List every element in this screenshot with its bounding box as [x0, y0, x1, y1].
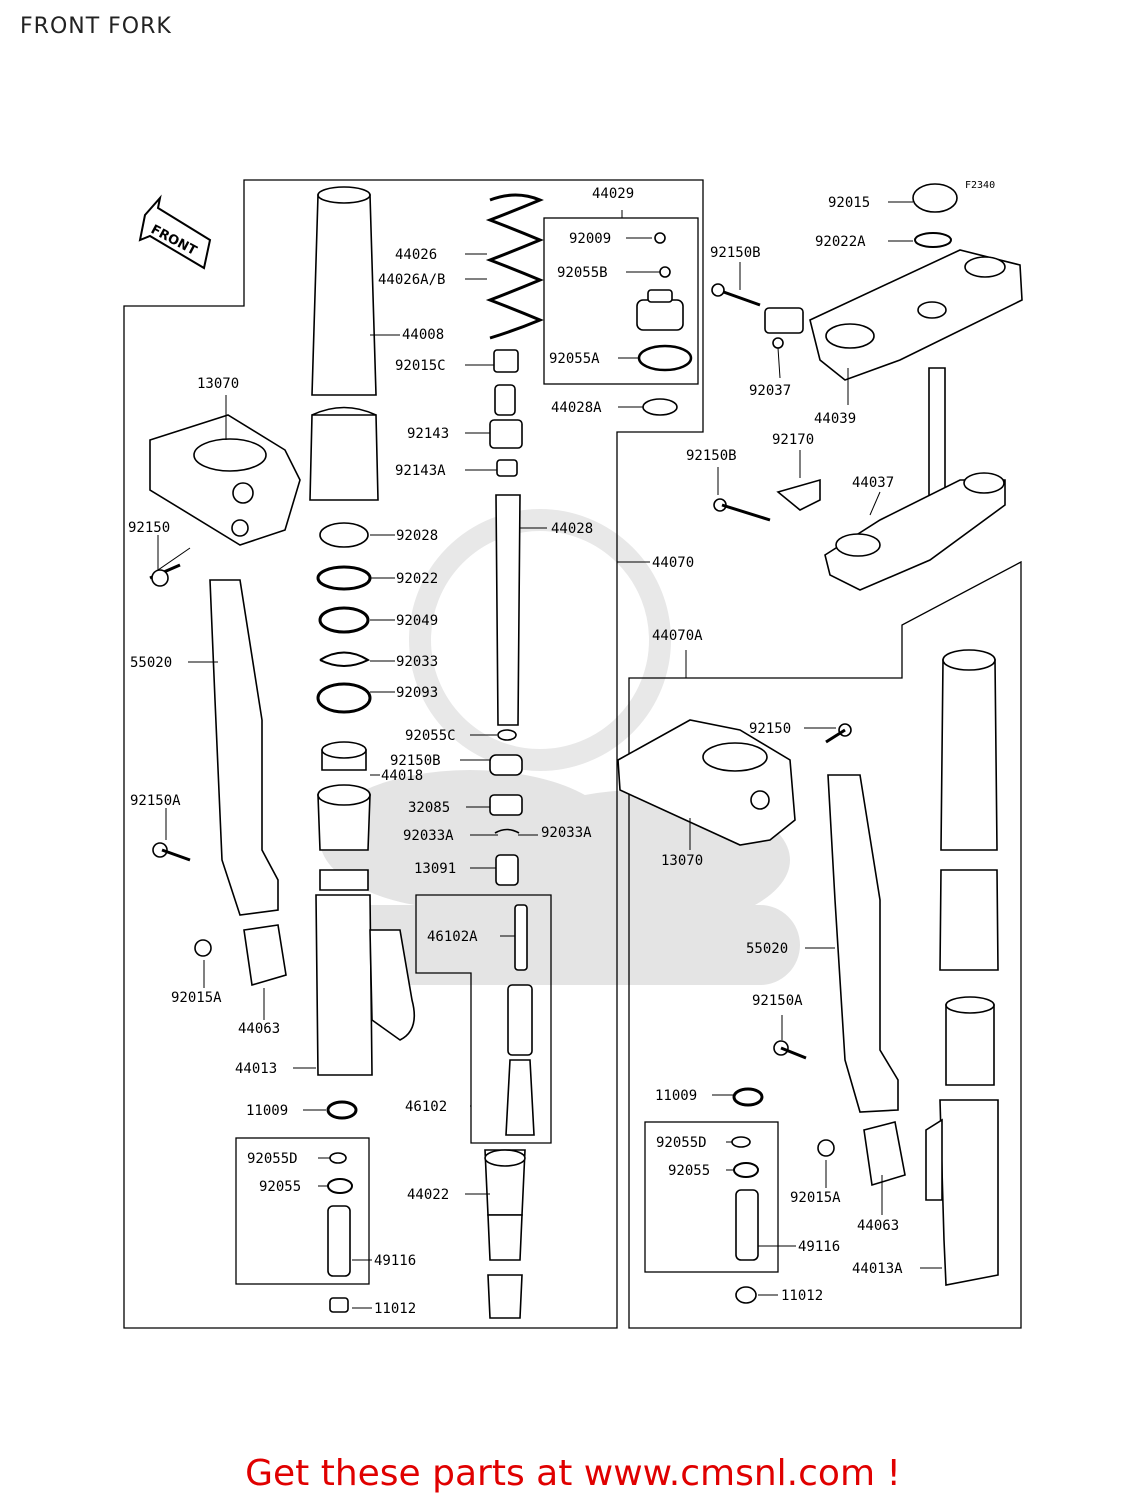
label-11009-right: 11009 — [655, 1088, 697, 1104]
label-44039: 44039 — [814, 411, 856, 427]
label-92049: 92049 — [396, 613, 438, 629]
label-92015A: 92015A — [171, 990, 222, 1006]
label-44026AB: 44026A/B — [378, 272, 445, 288]
page-title: FRONT FORK — [20, 14, 172, 39]
label-44037: 44037 — [852, 475, 894, 491]
valve-kit-box-left — [235, 1137, 370, 1285]
label-44028A: 44028A — [551, 400, 602, 416]
label-49116: 49116 — [374, 1253, 416, 1269]
label-44026: 44026 — [395, 247, 437, 263]
label-92055-right: 92055 — [668, 1163, 710, 1179]
label-92028: 92028 — [396, 528, 438, 544]
upper-bracket — [809, 249, 1023, 381]
label-92055D: 92055D — [247, 1151, 298, 1167]
label-92022A: 92022A — [815, 234, 866, 250]
lower-slider-right — [939, 1099, 999, 1286]
lower-bracket — [824, 479, 1006, 591]
rod-kit-box — [415, 894, 552, 1144]
label-92150A-right: 92150A — [752, 993, 803, 1009]
label-44013: 44013 — [235, 1061, 277, 1077]
label-13070: 13070 — [197, 376, 239, 392]
right-fork-frame — [628, 560, 1022, 1329]
label-92143A: 92143A — [395, 463, 446, 479]
label-92150B-mid: 92150B — [686, 448, 737, 464]
label-92015A-right: 92015A — [790, 1190, 841, 1206]
lower-slider-left — [315, 894, 373, 1076]
parts-drawings — [149, 183, 1023, 1319]
svg-text:F2340: F2340 — [965, 180, 995, 191]
label-92015: 92015 — [828, 195, 870, 211]
label-92055: 92055 — [259, 1179, 301, 1195]
main-fork-frame — [123, 179, 704, 1329]
label-92037: 92037 — [749, 383, 791, 399]
label-92055C: 92055C — [405, 728, 456, 744]
fork-guard-left — [209, 579, 279, 916]
inner-tube-right — [940, 659, 998, 851]
label-92093: 92093 — [396, 685, 438, 701]
label-92033A-right: 92033A — [541, 825, 592, 841]
label-92015C: 92015C — [395, 358, 446, 374]
diagram-frames — [123, 179, 1022, 1329]
cap-kit-box — [543, 217, 699, 385]
label-44070A: 44070A — [652, 628, 703, 644]
leader-lines — [157, 201, 942, 1309]
label-92150A: 92150A — [130, 793, 181, 809]
fork-guard-right — [827, 774, 899, 1113]
label-92150B-top: 92150B — [710, 245, 761, 261]
label-92150B-center: 92150B — [390, 753, 441, 769]
label-11012: 11012 — [374, 1301, 416, 1317]
label-44029: 44029 — [592, 186, 634, 202]
label-55020-right: 55020 — [746, 941, 788, 957]
label-92055D-right: 92055D — [656, 1135, 707, 1151]
label-11012-right: 11012 — [781, 1288, 823, 1304]
front-fork-parts-diagram: FRONT — [123, 179, 1023, 1329]
watermark-logo — [320, 509, 800, 985]
label-44063-right: 44063 — [857, 1218, 899, 1234]
outer-tube-lower — [309, 414, 379, 501]
label-55020: 55020 — [130, 655, 172, 671]
outer-tube-upper — [311, 194, 377, 396]
label-13091: 13091 — [414, 861, 456, 877]
label-44008: 44008 — [402, 327, 444, 343]
label-92033: 92033 — [396, 654, 438, 670]
label-44018: 44018 — [381, 768, 423, 784]
label-44013A-right: 44013A — [852, 1261, 903, 1277]
label-32085: 32085 — [408, 800, 450, 816]
label-11009: 11009 — [246, 1103, 288, 1119]
label-46102A: 46102A — [427, 929, 478, 945]
label-92170: 92170 — [772, 432, 814, 448]
label-44070: 44070 — [652, 555, 694, 571]
label-44028: 44028 — [551, 521, 593, 537]
front-direction-arrow: FRONT — [138, 194, 212, 270]
label-49116-right: 49116 — [798, 1239, 840, 1255]
label-92150-right: 92150 — [749, 721, 791, 737]
label-44063: 44063 — [238, 1021, 280, 1037]
label-92055A: 92055A — [549, 351, 600, 367]
part-labels: F2340 44029 92009 92055B 92055A 44028A 4… — [128, 180, 995, 1317]
footer-link[interactable]: Get these parts at www.cmsnl.com ! — [245, 1453, 901, 1494]
axle-clamp-left — [149, 414, 301, 546]
valve-kit-box-right — [644, 1121, 779, 1273]
fork-spring — [485, 193, 544, 340]
label-92055B: 92055B — [557, 265, 608, 281]
label-92143: 92143 — [407, 426, 449, 442]
label-92022: 92022 — [396, 571, 438, 587]
label-92009: 92009 — [569, 231, 611, 247]
label-13070-right: 13070 — [661, 853, 703, 869]
label-92033A-left: 92033A — [403, 828, 454, 844]
label-92150: 92150 — [128, 520, 170, 536]
label-46102: 46102 — [405, 1099, 447, 1115]
damper-rod — [495, 494, 521, 726]
label-44022: 44022 — [407, 1187, 449, 1203]
